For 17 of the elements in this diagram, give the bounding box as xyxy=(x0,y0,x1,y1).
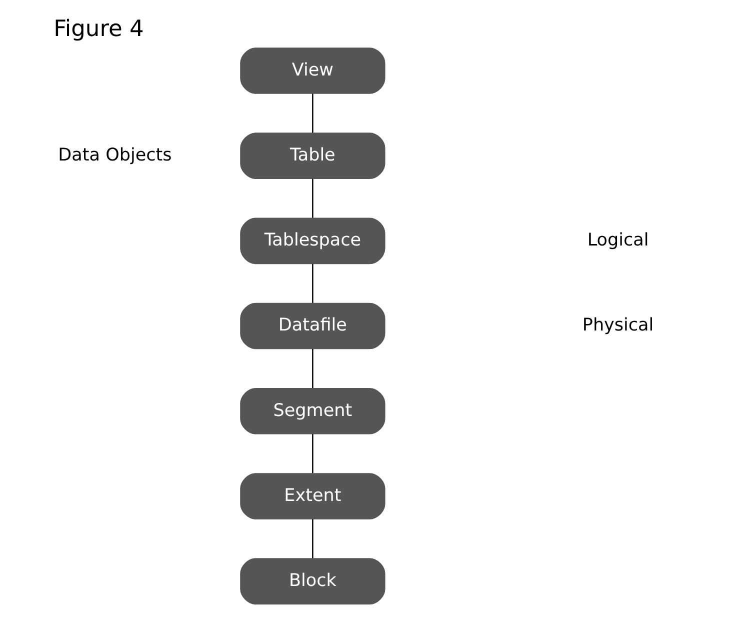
node-box: Datafile xyxy=(240,302,385,350)
node-box: Extent xyxy=(240,473,385,520)
connector xyxy=(312,519,313,558)
node-box: View xyxy=(240,48,385,94)
connector xyxy=(312,94,313,133)
diagram-title: Figure 4 xyxy=(53,16,144,42)
connector xyxy=(312,264,313,303)
node-box: Segment xyxy=(240,388,385,434)
node-box: Block xyxy=(240,558,385,604)
node-box: Table xyxy=(240,132,385,179)
node-box: Tablespace xyxy=(240,218,385,264)
label: Logical xyxy=(586,230,648,251)
label: Data Objects xyxy=(58,145,172,166)
connector xyxy=(312,178,313,218)
connector xyxy=(312,348,313,388)
label: Physical xyxy=(582,316,654,336)
connector xyxy=(312,434,313,474)
